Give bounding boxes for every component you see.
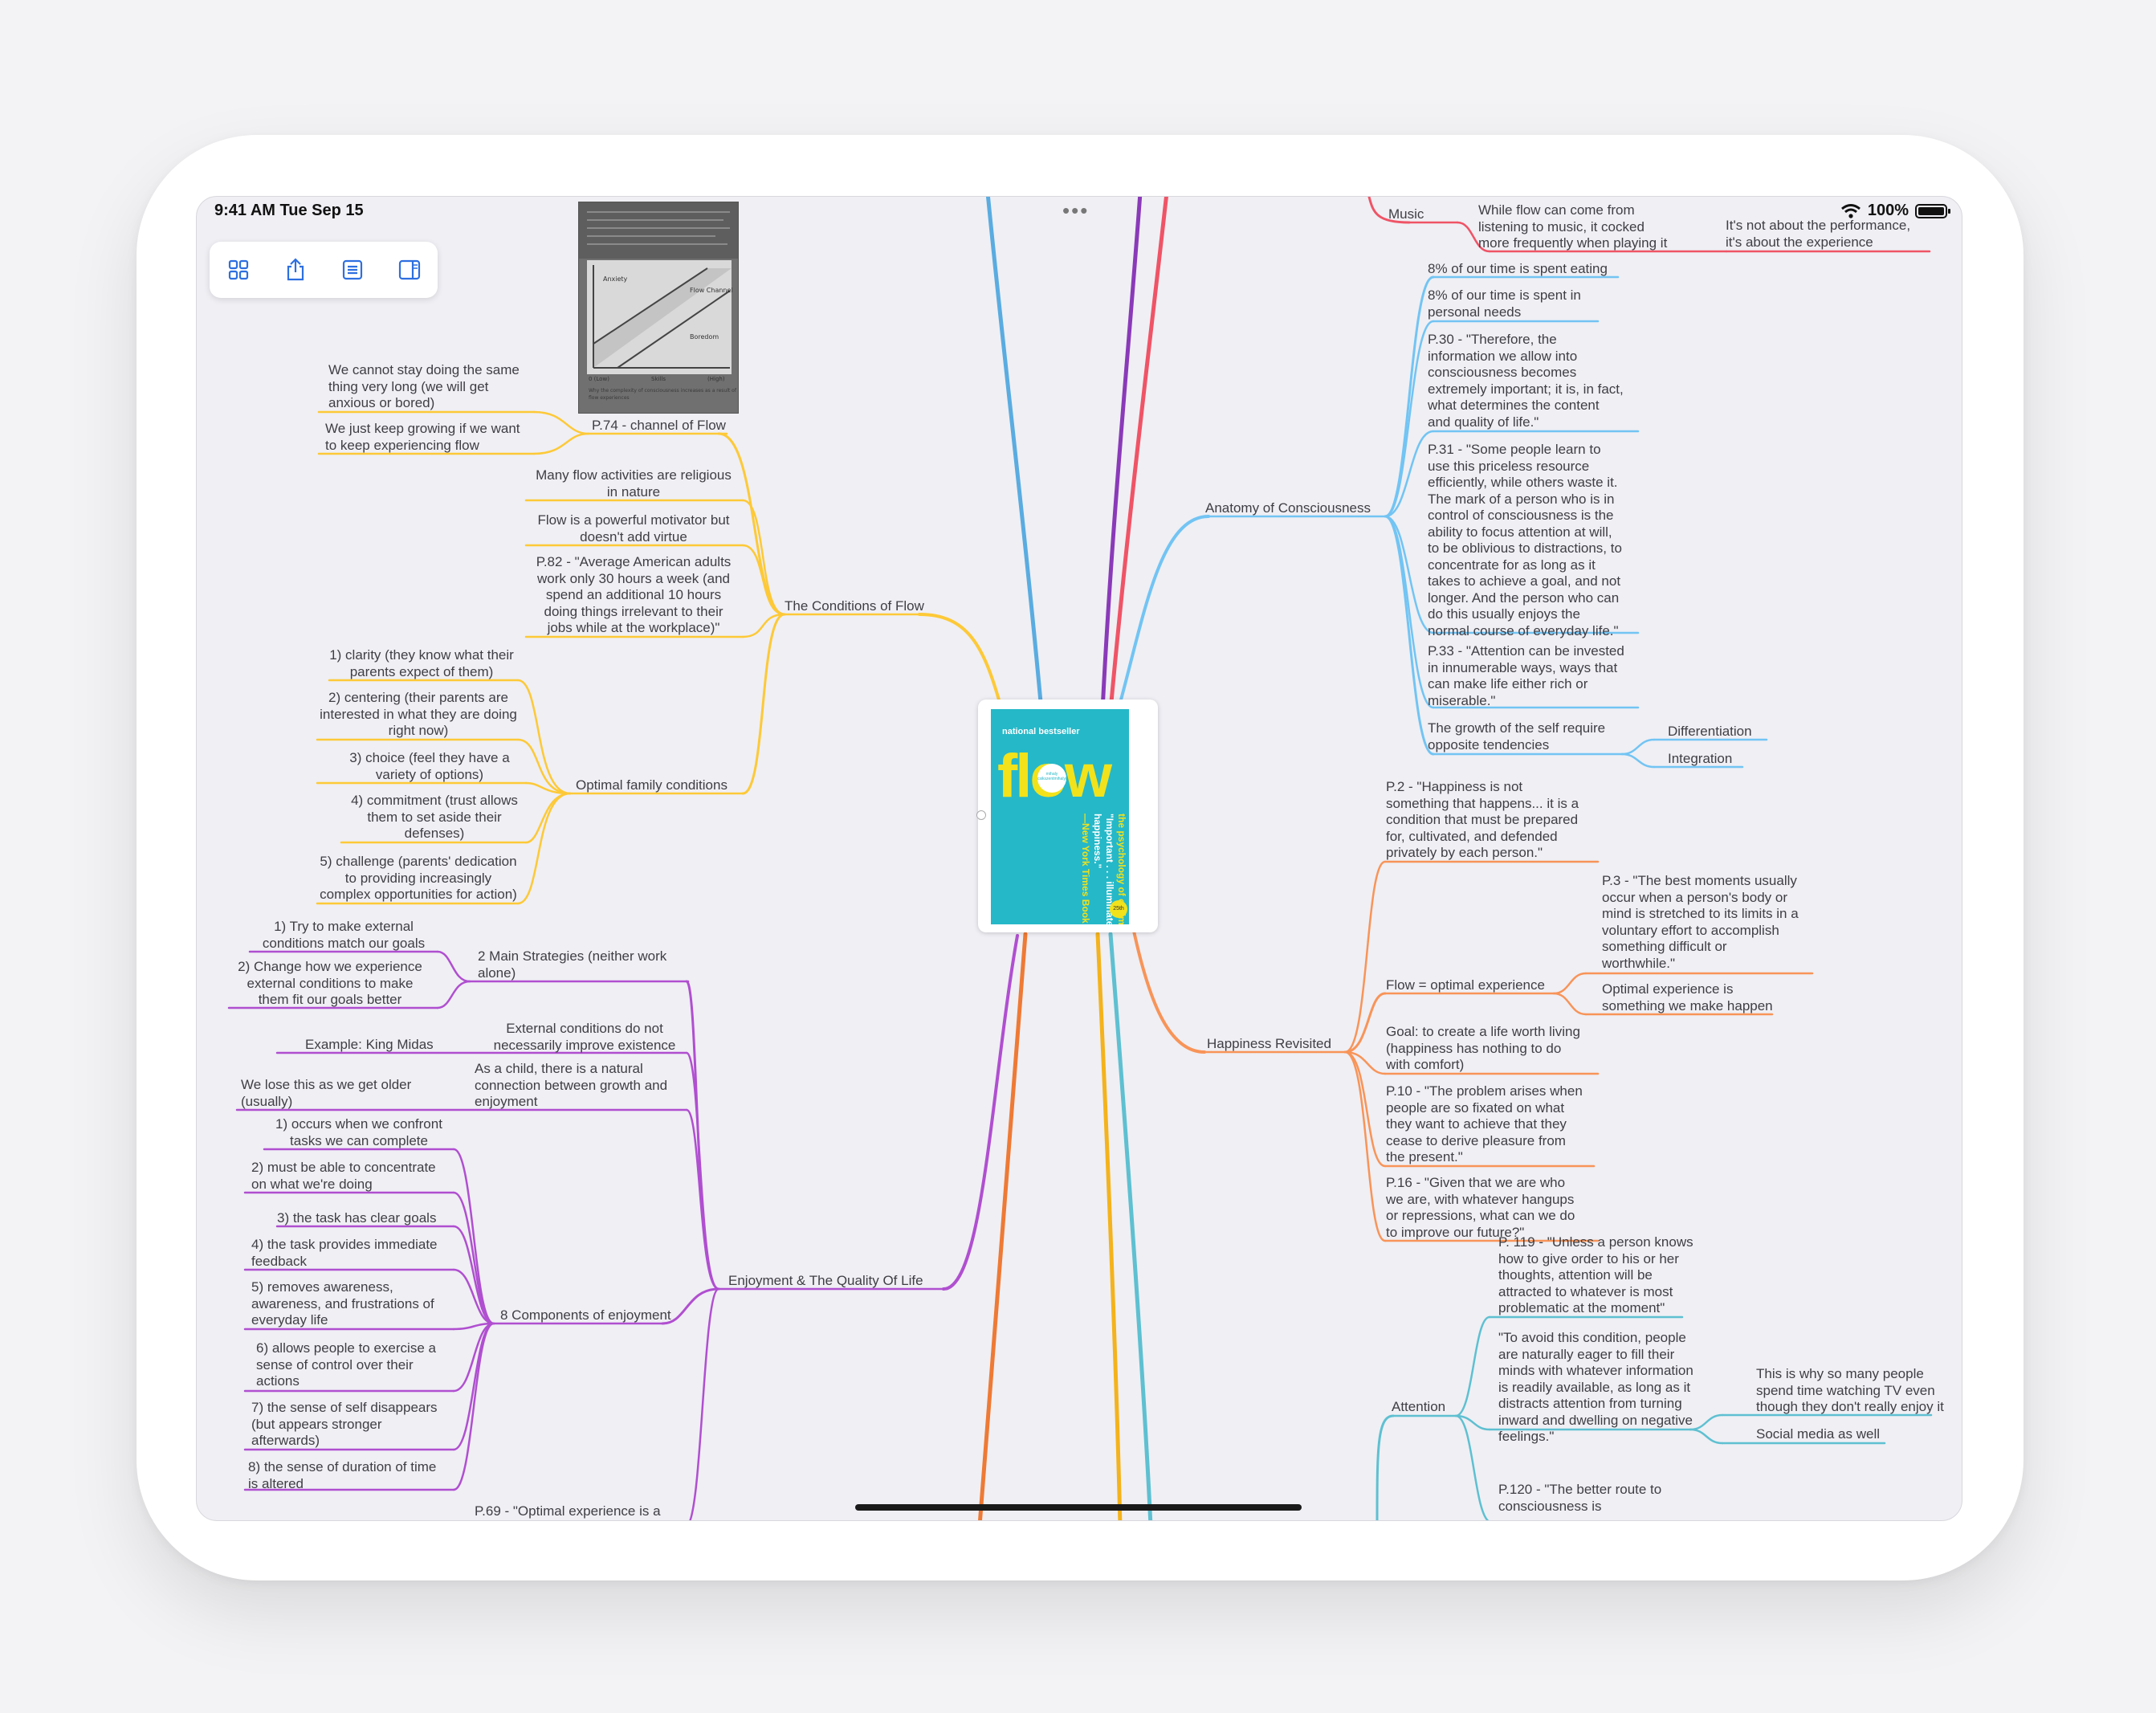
node-p30[interactable]: P.30 - "Therefore, the information we al… bbox=[1428, 332, 1624, 430]
node-religious[interactable]: Many flow activities are religious in na… bbox=[536, 467, 732, 500]
photo-caption-2: flow experiences bbox=[589, 395, 630, 401]
book-quote-source: —New York Times Book Review bbox=[1080, 814, 1091, 924]
book-cover: national bestseller flow mihaly csikszen… bbox=[991, 709, 1129, 924]
share-icon bbox=[287, 258, 304, 281]
node-p16[interactable]: P.16 - "Given that we are who we are, wi… bbox=[1386, 1175, 1575, 1240]
node-flow-optimal[interactable]: Flow = optimal experience bbox=[1386, 977, 1545, 993]
more-menu-dots[interactable]: ••• bbox=[1062, 198, 1090, 222]
home-indicator[interactable] bbox=[855, 1504, 1302, 1511]
node-comp6[interactable]: 6) allows people to exercise a sense of … bbox=[256, 1340, 436, 1389]
share-button[interactable] bbox=[273, 247, 318, 292]
node-keep-growing[interactable]: We just keep growing if we want to keep … bbox=[325, 421, 520, 453]
node-happiness-revisited[interactable]: Happiness Revisited bbox=[1207, 1036, 1331, 1051]
node-p119[interactable]: P. 119 - "Unless a person knows how to g… bbox=[1498, 1234, 1693, 1315]
grid-view-button[interactable] bbox=[216, 247, 261, 292]
book-sticker: 25th bbox=[1110, 900, 1127, 918]
node-music-play[interactable]: While flow can come from listening to mu… bbox=[1478, 202, 1668, 251]
attached-photo[interactable]: Anxiety Flow Channel Boredom 0 (Low) Ski… bbox=[578, 202, 739, 414]
branch-orange-bottom bbox=[978, 932, 1028, 1520]
toolbar bbox=[210, 242, 438, 298]
node-comp4[interactable]: 4) the task provides immediate feedback bbox=[251, 1237, 438, 1269]
node-differentiation[interactable]: Differentiation bbox=[1668, 724, 1752, 739]
node-comp7[interactable]: 7) the sense of self disappears (but app… bbox=[251, 1400, 438, 1448]
node-as-child[interactable]: As a child, there is a natural connectio… bbox=[475, 1061, 668, 1109]
photo-caption-1: Why the complexity of consciousness incr… bbox=[589, 388, 737, 394]
sidebar-icon bbox=[398, 259, 420, 280]
node-personal-needs[interactable]: 8% of our time is spent in personal need… bbox=[1428, 288, 1581, 320]
branch-gold-bottom bbox=[1095, 932, 1123, 1520]
flow-channel-diagram-photo: Anxiety Flow Channel Boredom 0 (Low) Ski… bbox=[579, 202, 738, 413]
node-p33[interactable]: P.33 - "Attention can be invested in inn… bbox=[1428, 643, 1624, 708]
node-external-conditions[interactable]: External conditions do not necessarily i… bbox=[493, 1021, 676, 1053]
node-tv[interactable]: This is why so many people spend time wa… bbox=[1756, 1366, 1944, 1414]
node-challenge[interactable]: 5) challenge (parents' dedication to pro… bbox=[320, 854, 517, 902]
mindmap-canvas[interactable]: 9:41 AM Tue Sep 15 100% ••• bbox=[196, 196, 1962, 1521]
node-comp1[interactable]: 1) occurs when we confront tasks we can … bbox=[275, 1116, 442, 1148]
photo-label-flow: Flow Channel bbox=[690, 287, 733, 294]
mindmap-connections bbox=[227, 197, 1933, 1520]
node-music-performance[interactable]: It's not about the performance, it's abo… bbox=[1726, 218, 1911, 250]
node-change-how[interactable]: 2) Change how we experience external con… bbox=[238, 959, 422, 1007]
node-comp8[interactable]: 8) the sense of duration of time is alte… bbox=[248, 1459, 437, 1491]
photo-label-boredom: Boredom bbox=[690, 333, 719, 341]
node-p31[interactable]: P.31 - "Some people learn to use this pr… bbox=[1428, 442, 1622, 638]
node-comp3[interactable]: 3) the task has clear goals bbox=[277, 1210, 437, 1226]
node-try-match[interactable]: 1) Try to make external conditions match… bbox=[262, 919, 426, 951]
node-eight-components[interactable]: 8 Components of enjoyment bbox=[500, 1307, 671, 1323]
book-author-badge: mihaly csikszentmihalyi bbox=[1037, 772, 1067, 781]
node-p120[interactable]: P.120 - "The better route to consciousne… bbox=[1498, 1482, 1662, 1514]
photo-label-low: 0 (Low) bbox=[589, 376, 609, 382]
photo-label-high: (High) bbox=[707, 376, 725, 382]
node-clarity[interactable]: 1) clarity (they know what their parents… bbox=[329, 647, 514, 679]
book-bestseller: national bestseller bbox=[1002, 727, 1080, 736]
battery-percent: 100% bbox=[1867, 202, 1909, 219]
status-time: 9:41 AM Tue Sep 15 bbox=[214, 202, 364, 219]
node-motivator[interactable]: Flow is a powerful motivator but doesn't… bbox=[537, 512, 730, 544]
node-cannot-stay[interactable]: We cannot stay doing the same thing very… bbox=[328, 362, 520, 410]
status-indicators: 100% bbox=[1840, 202, 1950, 220]
branch-blue-top bbox=[985, 197, 1044, 713]
node-centering[interactable]: 2) centering (their parents are interest… bbox=[320, 690, 517, 738]
node-attention[interactable]: Attention bbox=[1392, 1399, 1446, 1414]
battery-icon bbox=[1915, 203, 1950, 218]
node-p3[interactable]: P.3 - "The best moments usually occur wh… bbox=[1602, 873, 1799, 971]
node-eating[interactable]: 8% of our time is spent eating bbox=[1428, 261, 1608, 276]
node-commitment[interactable]: 4) commitment (trust allows them to set … bbox=[351, 793, 518, 841]
branch-teal-bottom bbox=[1108, 932, 1153, 1520]
outline-icon bbox=[342, 259, 362, 280]
grid-icon bbox=[228, 259, 248, 280]
node-integration[interactable]: Integration bbox=[1668, 751, 1733, 766]
node-two-strategies[interactable]: 2 Main Strategies (neither work alone) bbox=[478, 948, 667, 981]
node-p82[interactable]: P.82 - "Average American adults work onl… bbox=[536, 554, 732, 635]
central-topic-book[interactable]: national bestseller flow mihaly csikszen… bbox=[976, 699, 1158, 932]
node-social-media[interactable]: Social media as well bbox=[1756, 1426, 1881, 1442]
node-lose-this[interactable]: We lose this as we get older (usually) bbox=[241, 1077, 412, 1109]
node-music[interactable]: Music bbox=[1388, 206, 1424, 222]
node-growth-self[interactable]: The growth of the self require opposite … bbox=[1428, 720, 1606, 752]
branch-violet-top bbox=[1100, 197, 1143, 713]
sidebar-toggle-button[interactable] bbox=[387, 247, 432, 292]
node-king-midas[interactable]: Example: King Midas bbox=[305, 1037, 434, 1052]
node-optimal-family[interactable]: Optimal family conditions bbox=[576, 777, 727, 793]
node-enjoyment-quality[interactable]: Enjoyment & The Quality Of Life bbox=[728, 1273, 923, 1288]
node-p10[interactable]: P.10 - "The problem arises when people a… bbox=[1386, 1083, 1583, 1164]
outline-button[interactable] bbox=[330, 247, 375, 292]
wifi-icon bbox=[1840, 203, 1861, 218]
photo-label-anxiety: Anxiety bbox=[603, 275, 628, 283]
node-p69[interactable]: P.69 - "Optimal experience is a bbox=[475, 1503, 661, 1519]
node-anatomy[interactable]: Anatomy of Consciousness bbox=[1205, 500, 1371, 516]
resize-handle[interactable] bbox=[976, 810, 986, 820]
node-comp2[interactable]: 2) must be able to concentrate on what w… bbox=[251, 1160, 436, 1192]
node-p74-channel[interactable]: P.74 - channel of Flow bbox=[592, 418, 726, 433]
node-conditions-of-flow[interactable]: The Conditions of Flow bbox=[785, 598, 924, 614]
node-goal-life[interactable]: Goal: to create a life worth living (hap… bbox=[1386, 1024, 1580, 1072]
branch-red-top bbox=[1108, 197, 1168, 713]
node-comp5[interactable]: 5) removes awareness, awareness, and fru… bbox=[251, 1279, 434, 1328]
node-choice[interactable]: 3) choice (feel they have a variety of o… bbox=[349, 750, 510, 782]
node-optimal-make[interactable]: Optimal experience is something we make … bbox=[1602, 981, 1773, 1014]
node-avoid[interactable]: "To avoid this condition, people are nat… bbox=[1498, 1330, 1693, 1444]
photo-label-skills: Skills bbox=[651, 376, 666, 382]
node-p2[interactable]: P.2 - "Happiness is not something that h… bbox=[1386, 779, 1579, 860]
